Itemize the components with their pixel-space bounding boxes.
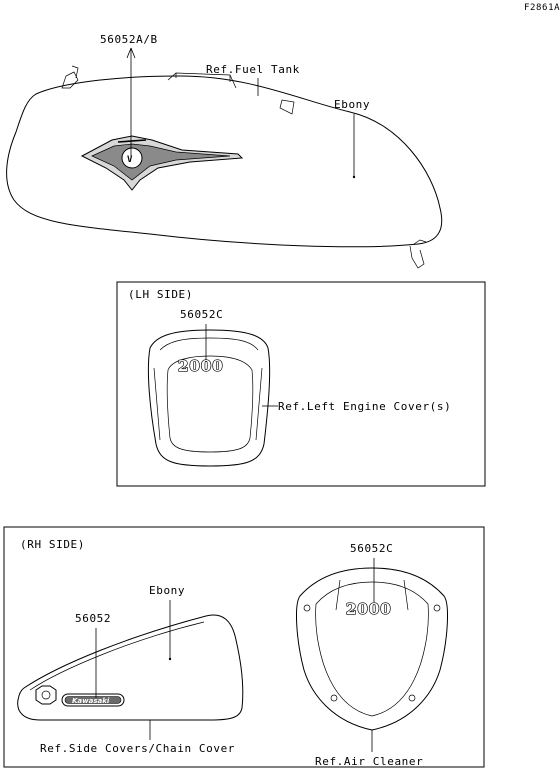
figure-code: F2861A xyxy=(524,3,560,13)
part-number-56052ab: 56052A/B xyxy=(100,33,158,46)
ebony-label-side-cover: Ebony xyxy=(149,584,185,597)
tank-emblem: V xyxy=(80,135,244,191)
air-cleaner-cover xyxy=(296,567,448,731)
rh-side-panel xyxy=(3,526,485,768)
fuel-tank xyxy=(6,65,443,269)
lh-side-panel xyxy=(116,281,486,487)
lh-emblem-2000: 2000 xyxy=(178,357,224,375)
side-cover xyxy=(17,614,244,721)
lh-side-title: (LH SIDE) xyxy=(128,288,193,301)
fuel-tap-fitting xyxy=(61,71,79,89)
side-cover-kawasaki-emblem: Kawasaki xyxy=(72,697,110,705)
part-number-56052: 56052 xyxy=(75,612,111,625)
tank-emblem-v-glyph: V xyxy=(127,155,133,165)
ebony-label-tank: Ebony xyxy=(334,98,370,111)
part-number-56052c-rh: 56052C xyxy=(350,542,393,555)
ref-fuel-tank-label: Ref.Fuel Tank xyxy=(206,63,300,76)
rear-mount xyxy=(409,245,425,269)
filler-cap-plate xyxy=(167,72,237,89)
ref-air-cleaner-label: Ref.Air Cleaner xyxy=(315,755,423,768)
rear-bracket xyxy=(279,99,295,115)
ref-side-covers-label: Ref.Side Covers/Chain Cover xyxy=(40,742,235,755)
air-cleaner-emblem-2000: 2000 xyxy=(346,600,392,618)
left-engine-cover xyxy=(147,329,271,467)
rh-side-title: (RH SIDE) xyxy=(20,538,85,551)
ref-left-engine-cover-label: Ref.Left Engine Cover(s) xyxy=(278,400,451,413)
part-number-56052c-lh: 56052C xyxy=(180,308,223,321)
